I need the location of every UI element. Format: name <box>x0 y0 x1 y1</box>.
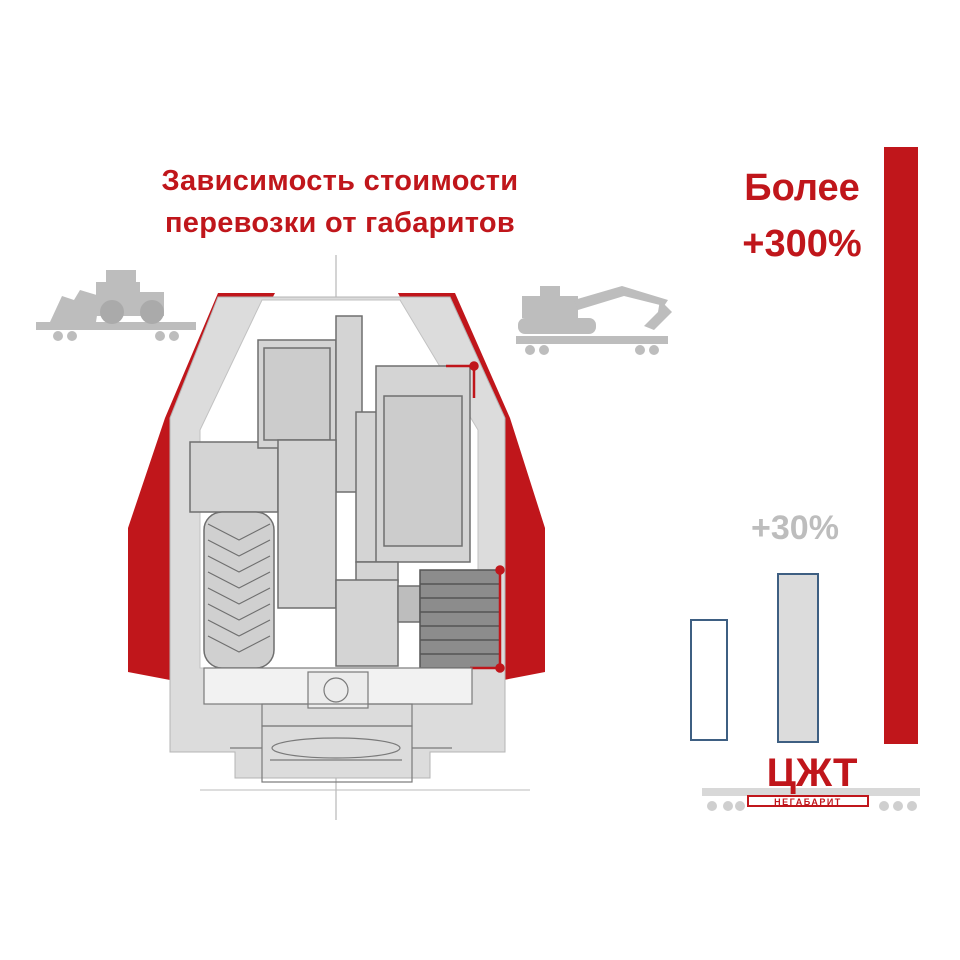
cargo-block <box>383 395 463 547</box>
big-label-line-1: Более <box>744 167 860 209</box>
tire <box>203 511 275 669</box>
bar-base <box>690 619 728 741</box>
big-label-line-2: +300% <box>742 223 862 265</box>
dimension-marks <box>446 361 505 673</box>
page-title: Зависимость стоимости перевозки от габар… <box>120 160 560 244</box>
bar-plus-30 <box>777 573 819 743</box>
cargo-block <box>355 561 399 583</box>
wheel-loader-icon <box>36 270 196 341</box>
cargo-blocks <box>189 315 471 667</box>
wagon-bogie <box>203 667 473 783</box>
cargo-block <box>263 347 331 441</box>
logo-main-text: ЦЖТ <box>767 751 858 795</box>
cargo-block <box>335 579 399 667</box>
mid-increase-label: +30% <box>751 509 839 547</box>
crawler-track <box>419 569 501 669</box>
cargo-block <box>355 411 379 563</box>
excavator-icon <box>516 286 672 355</box>
cargo-block <box>189 441 279 513</box>
big-increase-label: Более +300% <box>718 160 886 272</box>
logo-sub-text: НЕГАБАРИТ <box>774 797 842 807</box>
company-logo: ЦЖТ НЕГАБАРИТ <box>702 751 920 811</box>
cargo-block <box>277 439 337 609</box>
bar-plus-300 <box>884 147 918 744</box>
title-line-1: Зависимость стоимости <box>161 165 519 197</box>
cargo-block <box>397 585 421 623</box>
title-line-2: перевозки от габаритов <box>164 207 516 239</box>
